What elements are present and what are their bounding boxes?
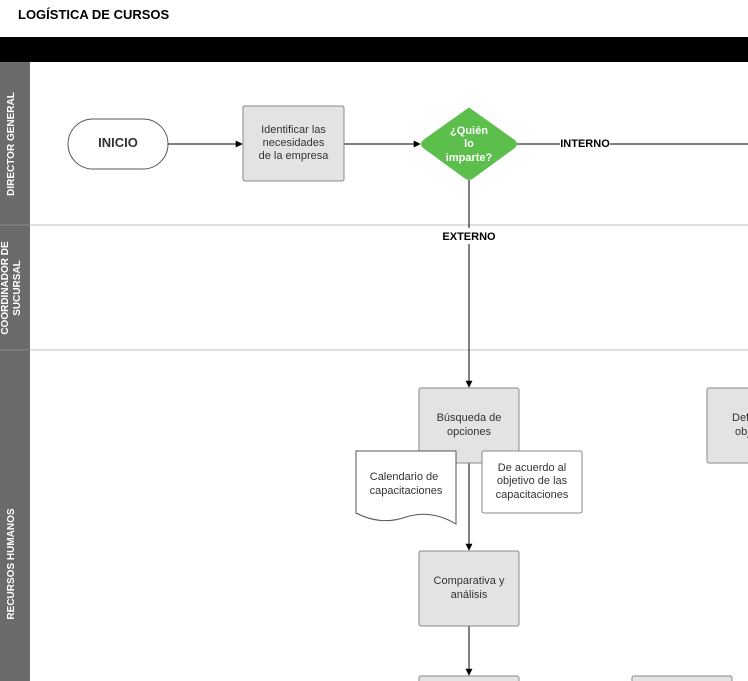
note-de-acuerdo-al-objetivo[interactable]: De acuerdo al objetivo de las capacitaci… bbox=[481, 450, 583, 514]
process-label-line: Def bbox=[732, 412, 748, 424]
decision-label-line: lo bbox=[464, 138, 474, 150]
document-shape bbox=[355, 450, 457, 525]
process-label-line: necesidades bbox=[263, 137, 325, 149]
note-label-line: capacitaciones bbox=[496, 489, 569, 501]
lane-label-coordinador-line1: COORDINADOR DE bbox=[0, 241, 11, 335]
decision-label-line: ¿Quién bbox=[450, 125, 488, 137]
decision-diamond bbox=[421, 107, 517, 180]
lane-label-director-general: DIRECTOR GENERAL bbox=[6, 92, 17, 196]
page-title: LOGÍSTICA DE CURSOS bbox=[18, 7, 170, 22]
terminator-shape bbox=[67, 118, 169, 170]
start-node-label: INICIO bbox=[98, 135, 138, 150]
process-busqueda-de-opciones[interactable]: Búsqueda de opciones bbox=[418, 387, 520, 464]
document-label-line: capacitaciones bbox=[370, 485, 443, 497]
start-node[interactable]: INICIO bbox=[67, 118, 169, 170]
process-cut-off-right[interactable]: Def obj bbox=[706, 387, 748, 464]
note-label-line: De acuerdo al bbox=[498, 462, 567, 474]
process-label-line: Identificar las bbox=[261, 124, 326, 136]
process-comparativa-y-analisis[interactable]: Comparativa y análisis bbox=[418, 550, 520, 627]
process-label-line: Comparativa y bbox=[434, 575, 505, 587]
edge-label-externo: EXTERNO bbox=[442, 231, 496, 243]
process-label-line: obj bbox=[735, 426, 748, 438]
process-label-line: de la empresa bbox=[259, 150, 330, 162]
process-label-line: análisis bbox=[451, 589, 488, 601]
header-bar bbox=[0, 37, 748, 62]
document-label-line: Calendario de bbox=[370, 471, 439, 483]
lane-label-column bbox=[0, 62, 30, 681]
lane-label-recursos-humanos: RECURSOS HUMANOS bbox=[6, 508, 17, 619]
lane-label-coordinador-line2: SUCURSAL bbox=[12, 260, 23, 316]
edge-label-interno: INTERNO bbox=[560, 138, 610, 150]
document-calendario-de-capacitaciones[interactable]: Calendario de capacitaciones bbox=[355, 450, 457, 525]
process-identificar-necesidades[interactable]: Identificar las necesidades de la empres… bbox=[242, 105, 345, 182]
note-label-line: objetivo de las bbox=[497, 475, 568, 487]
process-cut-off-bottom-center[interactable] bbox=[418, 675, 520, 681]
process-cut-off-bottom-right[interactable] bbox=[631, 675, 733, 681]
decision-label-line: imparte? bbox=[446, 152, 493, 164]
process-label-line: opciones bbox=[447, 426, 492, 438]
process-label-line: Búsqueda de bbox=[437, 412, 502, 424]
decision-quien-lo-imparte[interactable]: ¿Quién lo imparte? bbox=[421, 107, 517, 180]
